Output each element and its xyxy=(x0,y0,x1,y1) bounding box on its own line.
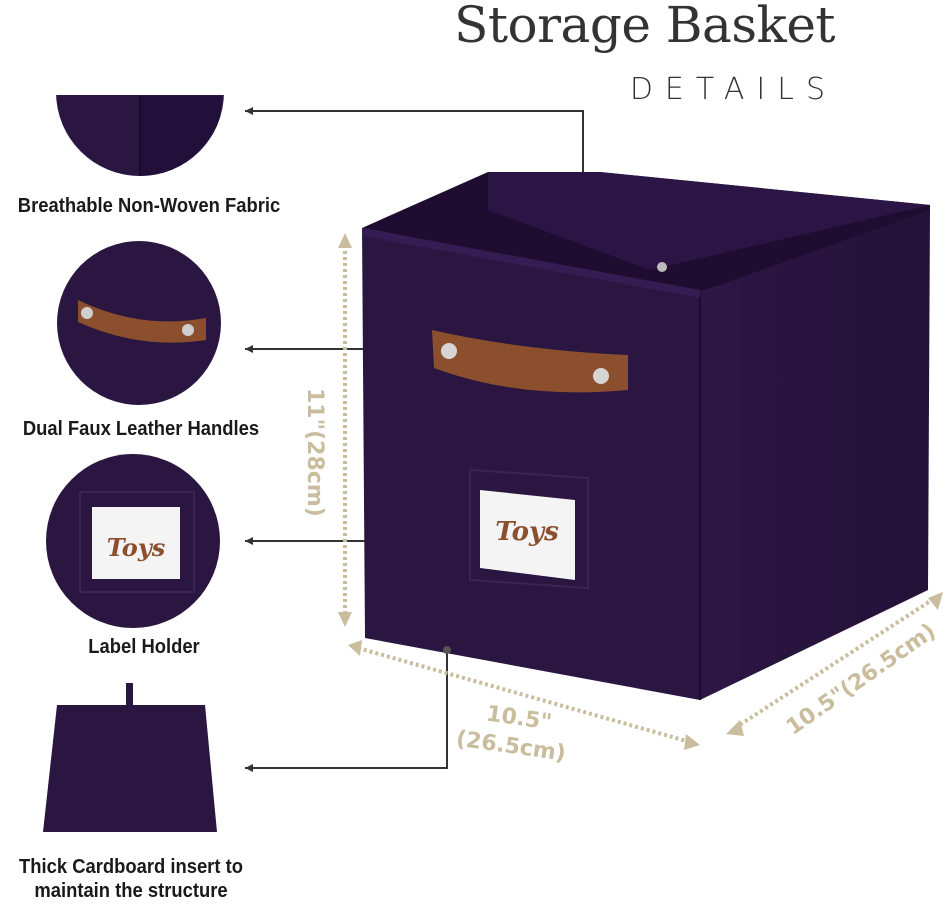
leader-arrowheads xyxy=(245,107,253,772)
handle xyxy=(432,330,628,393)
dimension-arrowheads xyxy=(338,233,943,750)
product-label-text: Toys xyxy=(495,517,559,547)
page-title: Storage Basket xyxy=(454,0,835,54)
fabric-corner-icon xyxy=(56,95,224,176)
label-card-text: Toys xyxy=(107,533,166,562)
label-holder-icon: Toys xyxy=(46,454,220,628)
feature-label-cardboard-line1: Thick Cardboard insert to xyxy=(19,856,243,878)
page-subtitle: DETAILS xyxy=(629,72,837,107)
leather-handle-icon xyxy=(57,241,221,405)
height-dimension: 11"(28cm) xyxy=(302,388,327,517)
dimension-lines xyxy=(343,245,937,744)
storage-basket: Toys xyxy=(362,172,930,700)
feature-label-cardboard-line2: maintain the structure xyxy=(34,880,228,902)
cardboard-insert-icon xyxy=(43,683,217,832)
feature-label-label-holder: Label Holder xyxy=(88,636,200,658)
width-dimension-inches: 10.5" xyxy=(485,702,554,736)
feature-label-fabric: Breathable Non-Woven Fabric xyxy=(17,195,281,217)
feature-label-handles: Dual Faux Leather Handles xyxy=(22,418,260,440)
width-dimension-cm: (26.5cm) xyxy=(455,727,568,767)
